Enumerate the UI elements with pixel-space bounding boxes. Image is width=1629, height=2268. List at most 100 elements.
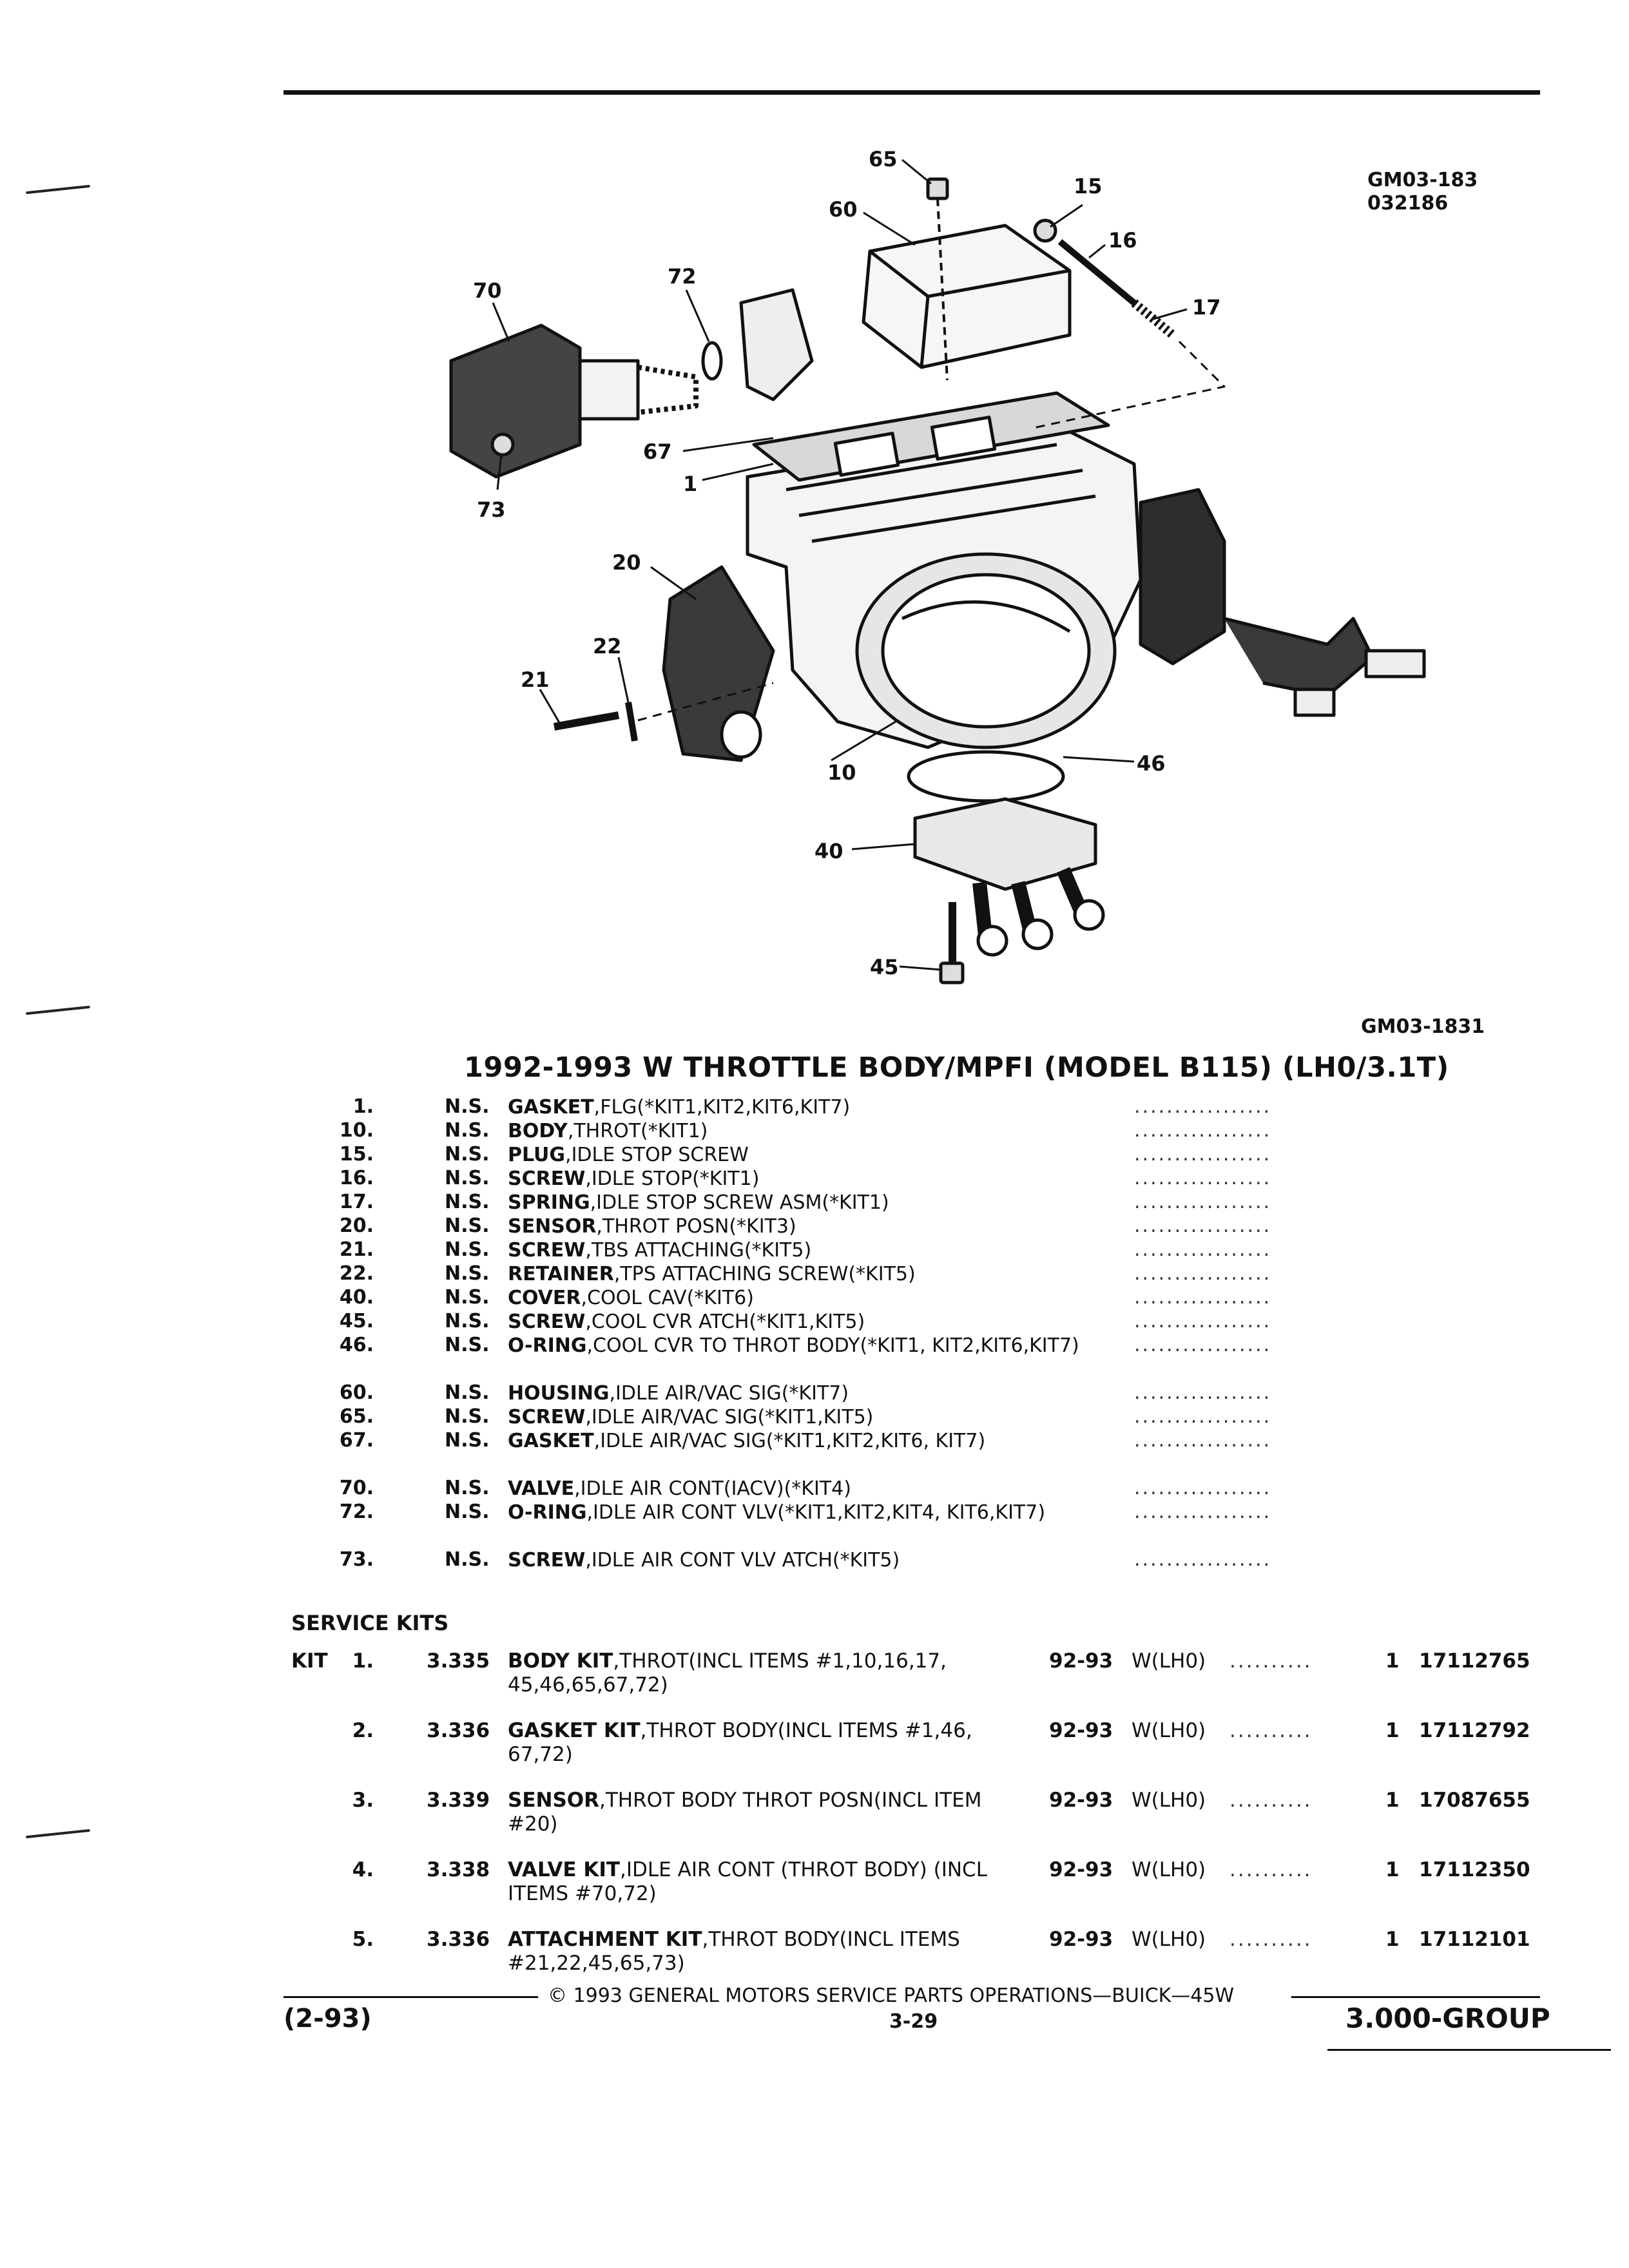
item-description: SCREW,TBS ATTACHING(*KIT5) xyxy=(508,1238,1101,1262)
item-name: SCREW xyxy=(508,1311,586,1333)
idle-air-housing xyxy=(739,224,1072,401)
item-description: SCREW,COOL CVR ATCH(*KIT1,KIT5) xyxy=(508,1310,1101,1334)
item-detail: ,IDLE AIR CONT(IACV)(*KIT4) xyxy=(574,1477,851,1500)
item-name: VALVE xyxy=(508,1477,575,1500)
model-years: 92-93 xyxy=(1049,1789,1113,1812)
leader-dots: ................. xyxy=(1134,1286,1272,1309)
kit-description: ATTACHMENT KIT,THROT BODY(INCL ITEMS #21… xyxy=(508,1928,1023,1975)
quantity: 1 xyxy=(1385,1649,1400,1673)
throttle-linkage xyxy=(1139,488,1426,717)
table-row: 70.N.S.VALVE,IDLE AIR CONT(IACV)(*KIT4).… xyxy=(0,1477,1629,1501)
ns-marker: N.S. xyxy=(445,1215,490,1237)
item-number: 17. xyxy=(339,1191,374,1213)
group-number: 3.338 xyxy=(427,1858,490,1881)
part-number: 17112765 xyxy=(1419,1649,1530,1673)
ns-marker: N.S. xyxy=(445,1191,490,1213)
item-name: GASKET xyxy=(508,1096,594,1119)
top-rule xyxy=(284,90,1540,95)
kit-number: 5. xyxy=(352,1928,374,1951)
leader-dots: ................. xyxy=(1134,1310,1272,1332)
callout-label: 16 xyxy=(1108,228,1137,253)
ns-marker: N.S. xyxy=(445,1095,490,1118)
group-number: 3.336 xyxy=(427,1719,490,1742)
ns-marker: N.S. xyxy=(445,1238,490,1261)
model-code: W(LH0) xyxy=(1132,1649,1206,1673)
item-detail: ,COOL CVR TO THROT BODY(*KIT1, KIT2,KIT6… xyxy=(586,1334,1079,1357)
model-years: 92-93 xyxy=(1049,1858,1113,1881)
table-row: 10. N.S. BODY,THROT(*KIT1)................… xyxy=(0,1119,1629,1143)
callout-label: 17 xyxy=(1192,295,1221,320)
leader-dots: ................. xyxy=(1134,1119,1272,1142)
group-number: 3.339 xyxy=(427,1789,490,1812)
leader-dots: ................. xyxy=(1134,1095,1272,1118)
item-name: SCREW xyxy=(508,1549,586,1571)
leader-dots: ................. xyxy=(1134,1548,1272,1571)
item-name: O-RING xyxy=(508,1334,587,1357)
item-number: 72. xyxy=(339,1501,374,1523)
item-description: SCREW,IDLE AIR/VAC SIG(*KIT1,KIT5) xyxy=(508,1405,1101,1429)
callout-label: 22 xyxy=(593,634,622,658)
item-number: 16. xyxy=(339,1167,374,1189)
kit-name: VALVE KIT xyxy=(508,1858,621,1881)
item-detail: ,IDLE STOP(*KIT1) xyxy=(585,1168,760,1190)
item-number: 10. xyxy=(339,1119,374,1142)
bottom-rule xyxy=(1327,2049,1611,2051)
footer-rule-right xyxy=(1291,1996,1540,1998)
callout-label: 65 xyxy=(869,147,898,171)
callout-label: 67 xyxy=(643,439,672,464)
ns-marker: N.S. xyxy=(445,1381,490,1404)
item-name: SPRING xyxy=(508,1191,590,1214)
leader-dots: .......... xyxy=(1229,1719,1313,1742)
item-description: GASKET,IDLE AIR/VAC SIG(*KIT1,KIT2,KIT6,… xyxy=(508,1429,1101,1453)
item-description: SENSOR,THROT POSN(*KIT3) xyxy=(508,1215,1101,1238)
part-number: 17112101 xyxy=(1419,1928,1530,1951)
leader-dots: ................. xyxy=(1134,1238,1272,1261)
item-detail: ,THROT(*KIT1) xyxy=(567,1120,708,1142)
service-kits-heading: SERVICE KITS xyxy=(291,1611,449,1635)
model-code: W(LH0) xyxy=(1132,1719,1206,1742)
group-number: 3.336 xyxy=(427,1928,490,1951)
model-code: W(LH0) xyxy=(1132,1789,1206,1812)
table-row: 73.N.S.SCREW,IDLE AIR CONT VLV ATCH(*KIT… xyxy=(0,1548,1629,1572)
callout-label: 72 xyxy=(668,264,697,289)
item-number: 1. xyxy=(352,1095,374,1118)
table-row: 15.N.S.PLUG,IDLE STOP SCREW.............… xyxy=(0,1143,1629,1167)
item-description: HOUSING,IDLE AIR/VAC SIG(*KIT7) xyxy=(508,1381,1101,1405)
part-number: 17112792 xyxy=(1419,1719,1530,1742)
item-number: 22. xyxy=(339,1262,374,1285)
item-description: SCREW,IDLE AIR CONT VLV ATCH(*KIT5) xyxy=(508,1548,1101,1572)
footer-date-code: (2-93) xyxy=(284,2004,372,2033)
callout-label: 20 xyxy=(612,550,641,575)
ns-marker: N.S. xyxy=(445,1429,490,1452)
table-row: 65.N.S.SCREW,IDLE AIR/VAC SIG(*KIT1,KIT5… xyxy=(0,1405,1629,1429)
page-title: 1992-1993 W THROTTLE BODY/MPFI (MODEL B1… xyxy=(464,1052,1449,1084)
leader-dots: ................. xyxy=(1134,1191,1272,1213)
table-row: 16.N.S.SCREW,IDLE STOP(*KIT1)...........… xyxy=(0,1167,1629,1191)
item-detail: ,IDLE AIR/VAC SIG(*KIT1,KIT5) xyxy=(585,1406,874,1428)
ns-marker: N.S. xyxy=(445,1119,490,1142)
item-description: BODY,THROT(*KIT1) xyxy=(508,1119,1101,1143)
item-description: SPRING,IDLE STOP SCREW ASM(*KIT1) xyxy=(508,1191,1101,1215)
figure-ident-line: 032186 xyxy=(1367,192,1449,215)
kit-detail: ,THROT BODY(INCL ITEMS #21,22,45,65,73) xyxy=(508,1928,960,1975)
item-number: 73. xyxy=(339,1548,374,1571)
model-years: 92-93 xyxy=(1049,1928,1113,1951)
item-detail: ,IDLE AIR CONT VLV(*KIT1,KIT2,KIT4, KIT6… xyxy=(586,1501,1046,1524)
item-description: COVER,COOL CAV(*KIT6) xyxy=(508,1286,1101,1310)
kit-name: ATTACHMENT KIT xyxy=(508,1928,702,1951)
kit-name: SENSOR xyxy=(508,1789,599,1812)
footer-group: 3.000-GROUP xyxy=(1345,2003,1550,2034)
item-detail: ,IDLE AIR/VAC SIG(*KIT1,KIT2,KIT6, KIT7) xyxy=(593,1430,986,1452)
item-description: O-RING,IDLE AIR CONT VLV(*KIT1,KIT2,KIT4… xyxy=(508,1501,1101,1524)
callout-label: 21 xyxy=(521,668,550,692)
o-ring-46 xyxy=(907,750,1065,803)
item-name: SCREW xyxy=(508,1239,586,1262)
table-row: 45.N.S.SCREW,COOL CVR ATCH(*KIT1,KIT5)..… xyxy=(0,1310,1629,1334)
callout-label: 15 xyxy=(1074,174,1103,198)
model-years: 92-93 xyxy=(1049,1719,1113,1742)
item-detail: ,TBS ATTACHING(*KIT5) xyxy=(585,1239,812,1262)
item-name: GASKET xyxy=(508,1430,594,1452)
